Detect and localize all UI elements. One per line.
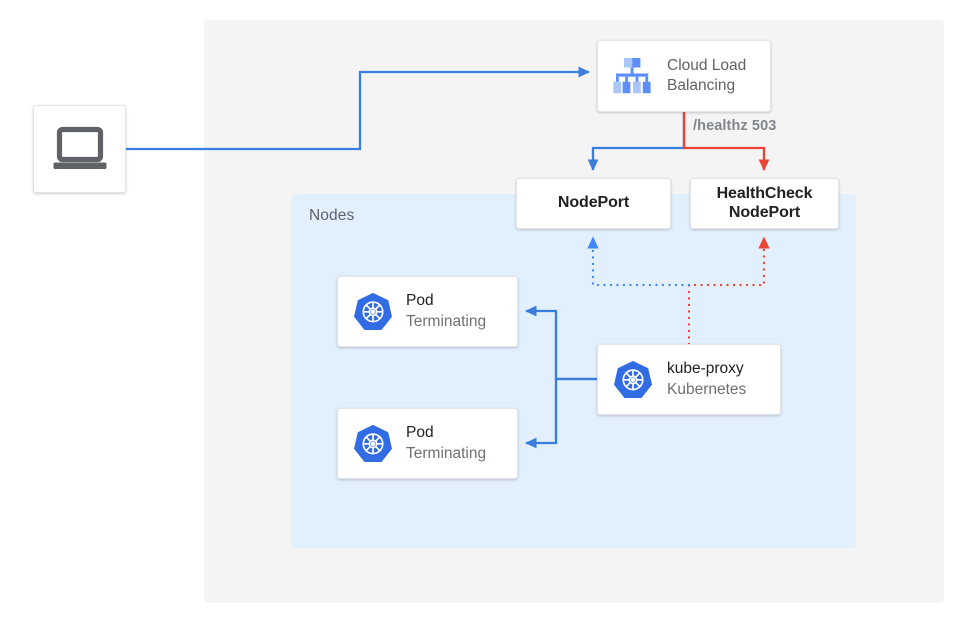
- cloud-load-balancing-icon: [613, 58, 651, 94]
- nodeport-label: NodePort: [557, 194, 630, 212]
- healthz-503-label: /healthz 503: [693, 118, 777, 134]
- pod-node-1-status: Terminating: [406, 312, 487, 330]
- healthcheck-nodeport-label-line1: HealthCheck: [716, 184, 813, 202]
- kube-proxy-node[interactable]: kube-proxy Kubernetes: [597, 344, 781, 415]
- kube-proxy-title: kube-proxy: [667, 360, 744, 378]
- cloud-load-balancing-label: Cloud Load Balancing: [667, 56, 746, 97]
- pod-node-1-text: Pod Terminating: [406, 291, 486, 331]
- healthcheck-nodeport-node[interactable]: HealthCheck NodePort: [690, 178, 839, 229]
- kubernetes-icon: [354, 292, 392, 330]
- kube-proxy-text: kube-proxy Kubernetes: [667, 359, 746, 399]
- healthcheck-nodeport-label-line2: NodePort: [728, 203, 801, 221]
- cloud-load-balancing-node[interactable]: Cloud Load Balancing: [597, 40, 771, 112]
- pod-node-1[interactable]: Pod Terminating: [337, 276, 518, 347]
- nodes-panel-label: Nodes: [309, 207, 355, 224]
- kubernetes-icon: [354, 424, 392, 462]
- pod-node-2-status: Terminating: [406, 444, 487, 462]
- kube-proxy-subtitle: Kubernetes: [667, 380, 747, 398]
- healthcheck-nodeport-label: HealthCheck NodePort: [717, 185, 813, 223]
- pod-node-2-text: Pod Terminating: [406, 423, 486, 463]
- cloud-load-balancing-label-line2: Balancing: [667, 77, 736, 94]
- laptop-icon: [53, 126, 106, 169]
- pod-node-2[interactable]: Pod Terminating: [337, 408, 518, 479]
- kubernetes-icon: [614, 360, 652, 398]
- nodeport-node[interactable]: NodePort: [516, 178, 671, 229]
- cloud-load-balancing-label-line1: Cloud Load: [667, 56, 747, 74]
- client-node[interactable]: [33, 105, 126, 193]
- pod-node-2-title: Pod: [406, 424, 434, 442]
- pod-node-1-title: Pod: [406, 292, 434, 310]
